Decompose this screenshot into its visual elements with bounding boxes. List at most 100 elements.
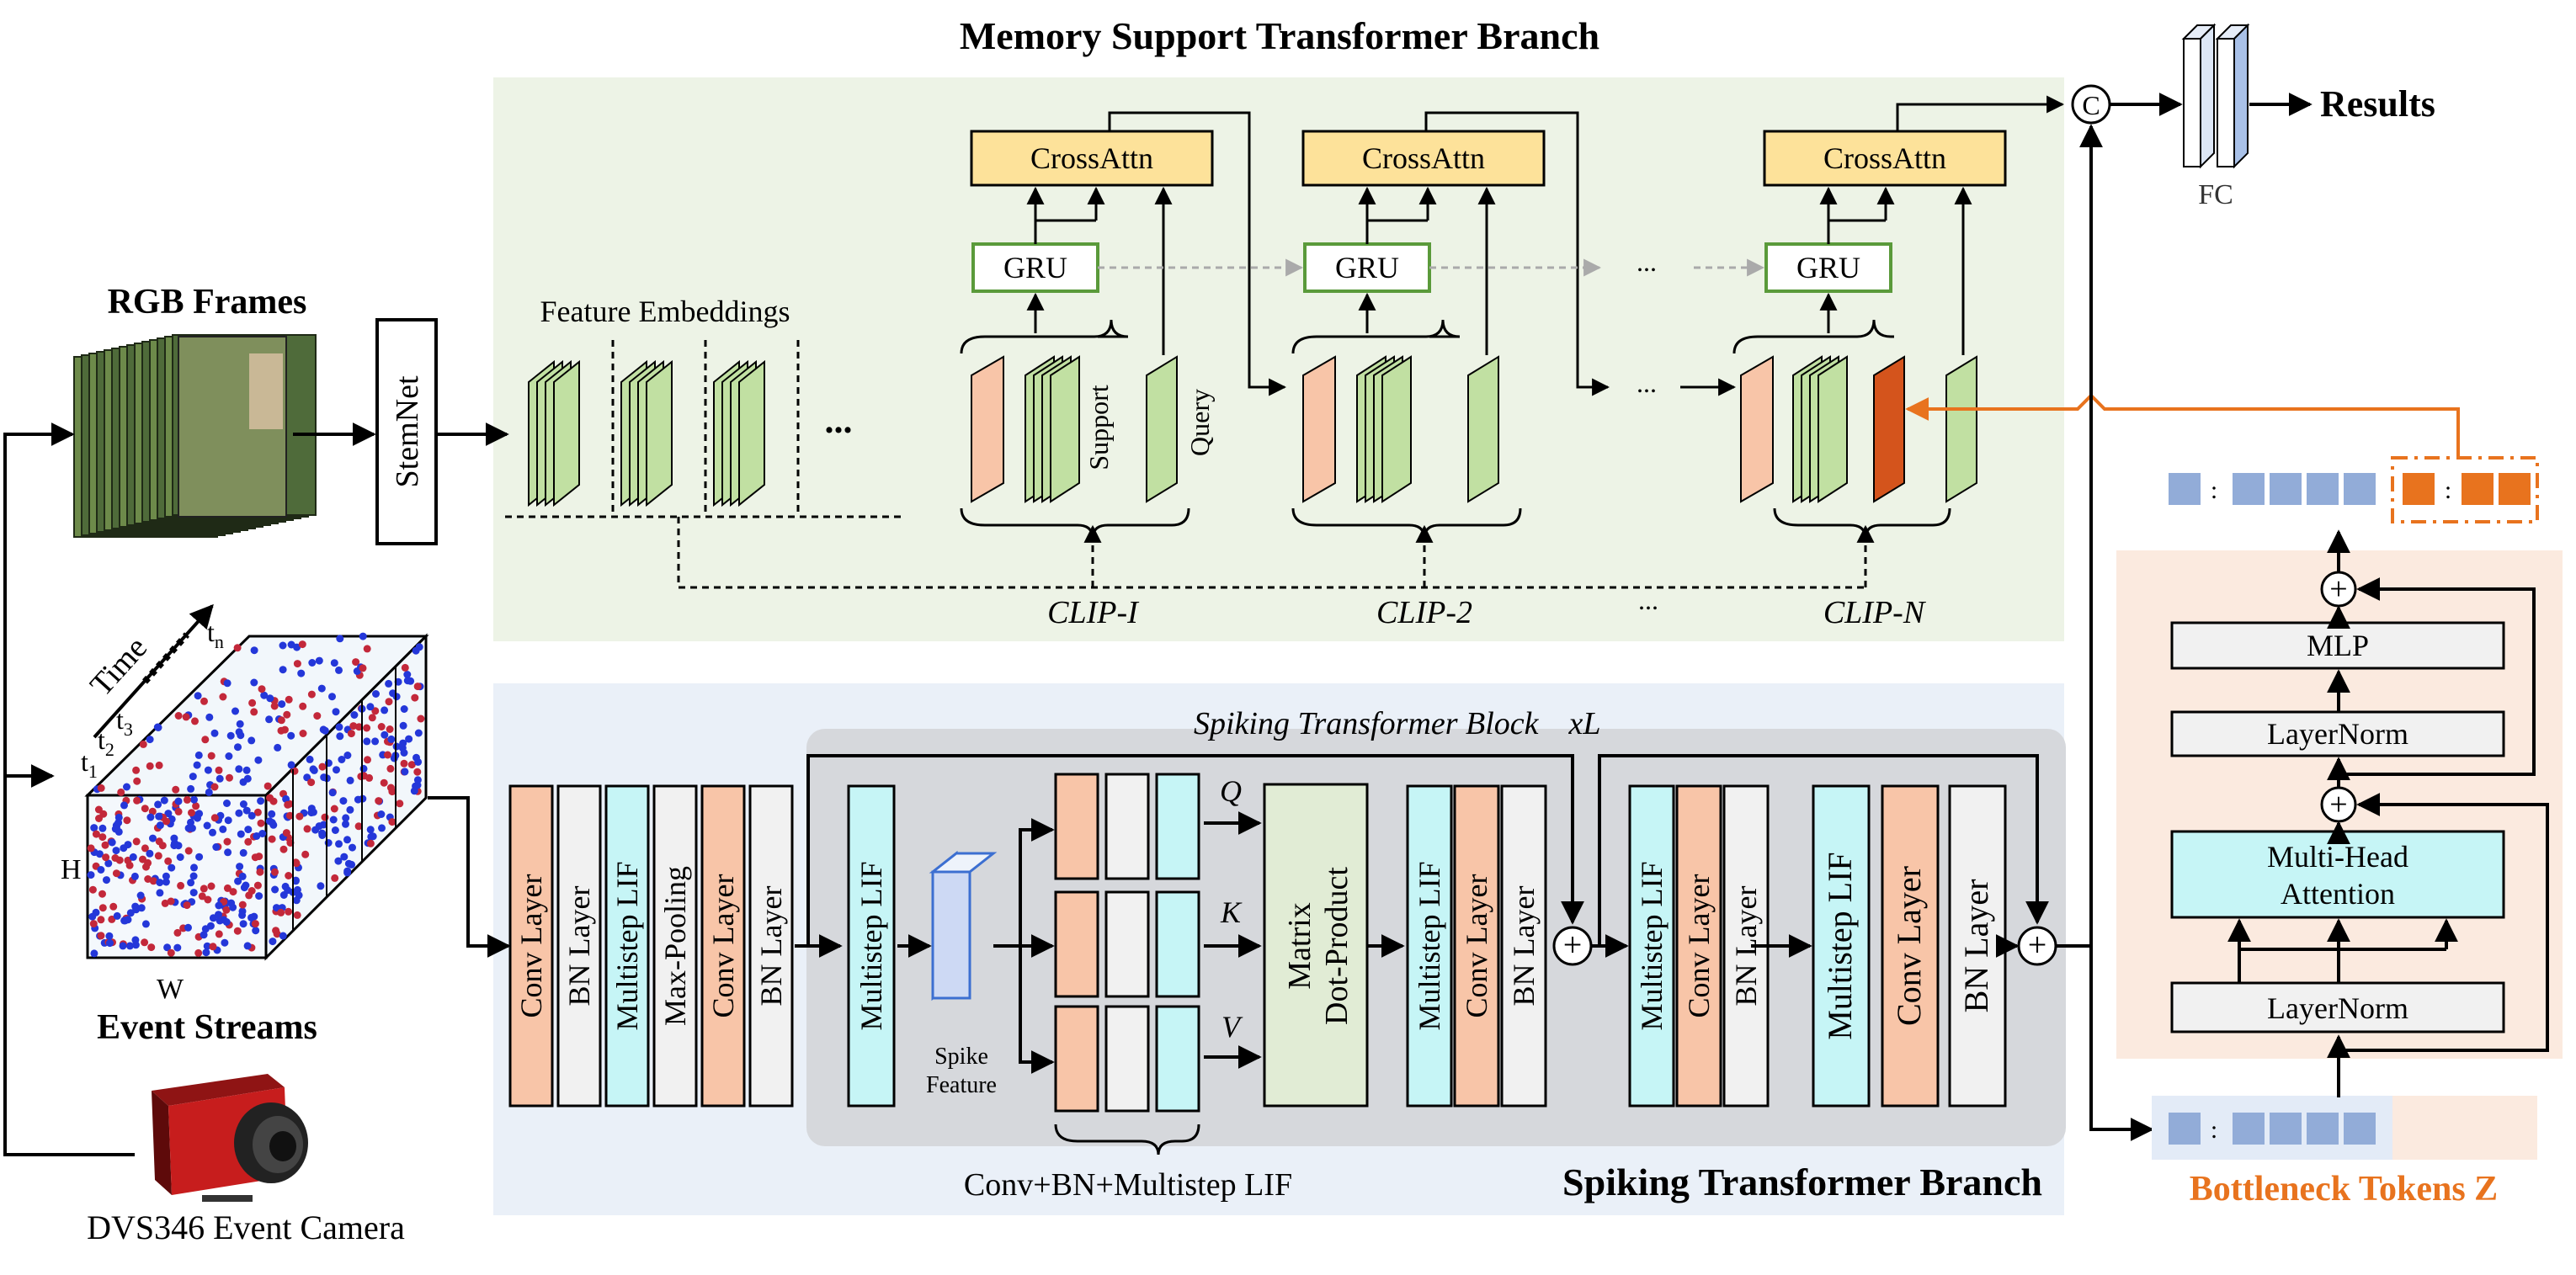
event-dot [200,931,208,939]
layernorm-bottom [2170,981,2505,1033]
stem-lif-layer-label: Multistep LIF [610,861,644,1030]
qkv-projections [1054,773,1200,1113]
event-dot [222,918,231,926]
event-dot [380,778,388,787]
qkv-projection-box [1054,773,1099,880]
camera-label: DVS346 Event Camera [87,1209,405,1246]
gru-box-2 [1303,242,1431,293]
event-dot [282,829,290,837]
qkv-projection-box [1155,773,1200,880]
event-dot [89,920,98,928]
bottleneck-token [2462,473,2494,505]
event-dot [392,742,401,751]
attn-lif-layer-label: Multistep LIF [1413,861,1446,1030]
event-dot [205,713,214,721]
event-dot [247,887,256,895]
event-dot [248,699,257,707]
event-dot [293,911,301,919]
time-dots [142,632,189,684]
event-dot [234,743,242,752]
embedding-slice [646,359,673,507]
matrix-label-1: Matrix [1282,902,1317,989]
event-dot [229,888,237,896]
event-dot [343,869,352,877]
stem-conv-layer [508,784,554,1108]
qkv-projection-box [1104,773,1150,880]
event-dot [328,789,337,797]
event-dot [192,802,200,810]
event-dot [349,843,356,852]
event-dot [103,876,110,885]
event-dot [203,821,211,830]
event-dot [106,939,114,948]
event-dot [174,807,183,815]
event-dot [366,839,375,847]
event-dot [174,797,183,805]
memory-token-2 [1302,355,1336,503]
event-dot [384,751,391,759]
event-dot [256,868,264,876]
stem-bn-layer [748,784,794,1108]
event-dot [339,797,348,805]
event-dot [136,891,145,900]
block-lif-layer-label: Multistep LIF [854,861,888,1030]
event-dot [102,853,110,862]
event-dot [129,853,137,861]
patch-token [2233,473,2265,505]
event-dot [255,892,263,900]
event-dot [369,832,377,841]
stemnet-box [375,318,438,545]
event-dot [163,943,172,952]
matrix-label-2: Dot-Product [1319,867,1355,1025]
event-dot [366,826,375,834]
event-dot [158,842,167,850]
event-dot [313,712,322,720]
event-dot [386,784,395,792]
q-label: Q [1220,774,1242,808]
query-label: Query [1184,389,1215,456]
event-dot [311,826,320,834]
support-label: Support [1083,385,1114,470]
event-dot [162,878,170,886]
patch-token [2344,473,2376,505]
embedding-slice [553,359,580,507]
event-dot [148,807,157,815]
event-dot [156,889,164,897]
event-dot [167,897,175,906]
event-dot [187,784,195,793]
event-dot [164,857,173,865]
event-dot [257,819,265,827]
residual-1 [806,754,1584,946]
event-dot [90,949,98,958]
event-dot [244,826,253,834]
event-dot [123,816,131,825]
event-dot [377,810,386,818]
event-dot [253,881,262,890]
bottleneck-token-n [1873,355,1905,503]
event-stream-cube [84,632,429,961]
event-dot [223,884,232,892]
event-dot [340,853,349,861]
event-dot [401,663,409,672]
event-dot [381,730,389,739]
event-dot [97,866,105,874]
event-dot [328,693,336,701]
patch-token [2233,1113,2265,1145]
event-dot [164,810,173,818]
stem-maxpool-layer-label: Max-Pooling [658,866,692,1026]
event-dot [223,679,232,688]
event-dot [174,712,183,720]
spiking-to-bottleneck [2089,946,2154,1141]
event-dot [349,722,358,730]
event-dot [371,707,380,715]
mlp-label: MLP [2307,629,2369,662]
event-dot [399,721,407,730]
event-dot [87,871,95,879]
event-dot [247,913,255,922]
event-dot [133,796,141,805]
event-dot [224,848,232,857]
query-token-n [1945,355,1977,503]
event-dot [87,844,95,853]
event-dot [117,788,125,796]
